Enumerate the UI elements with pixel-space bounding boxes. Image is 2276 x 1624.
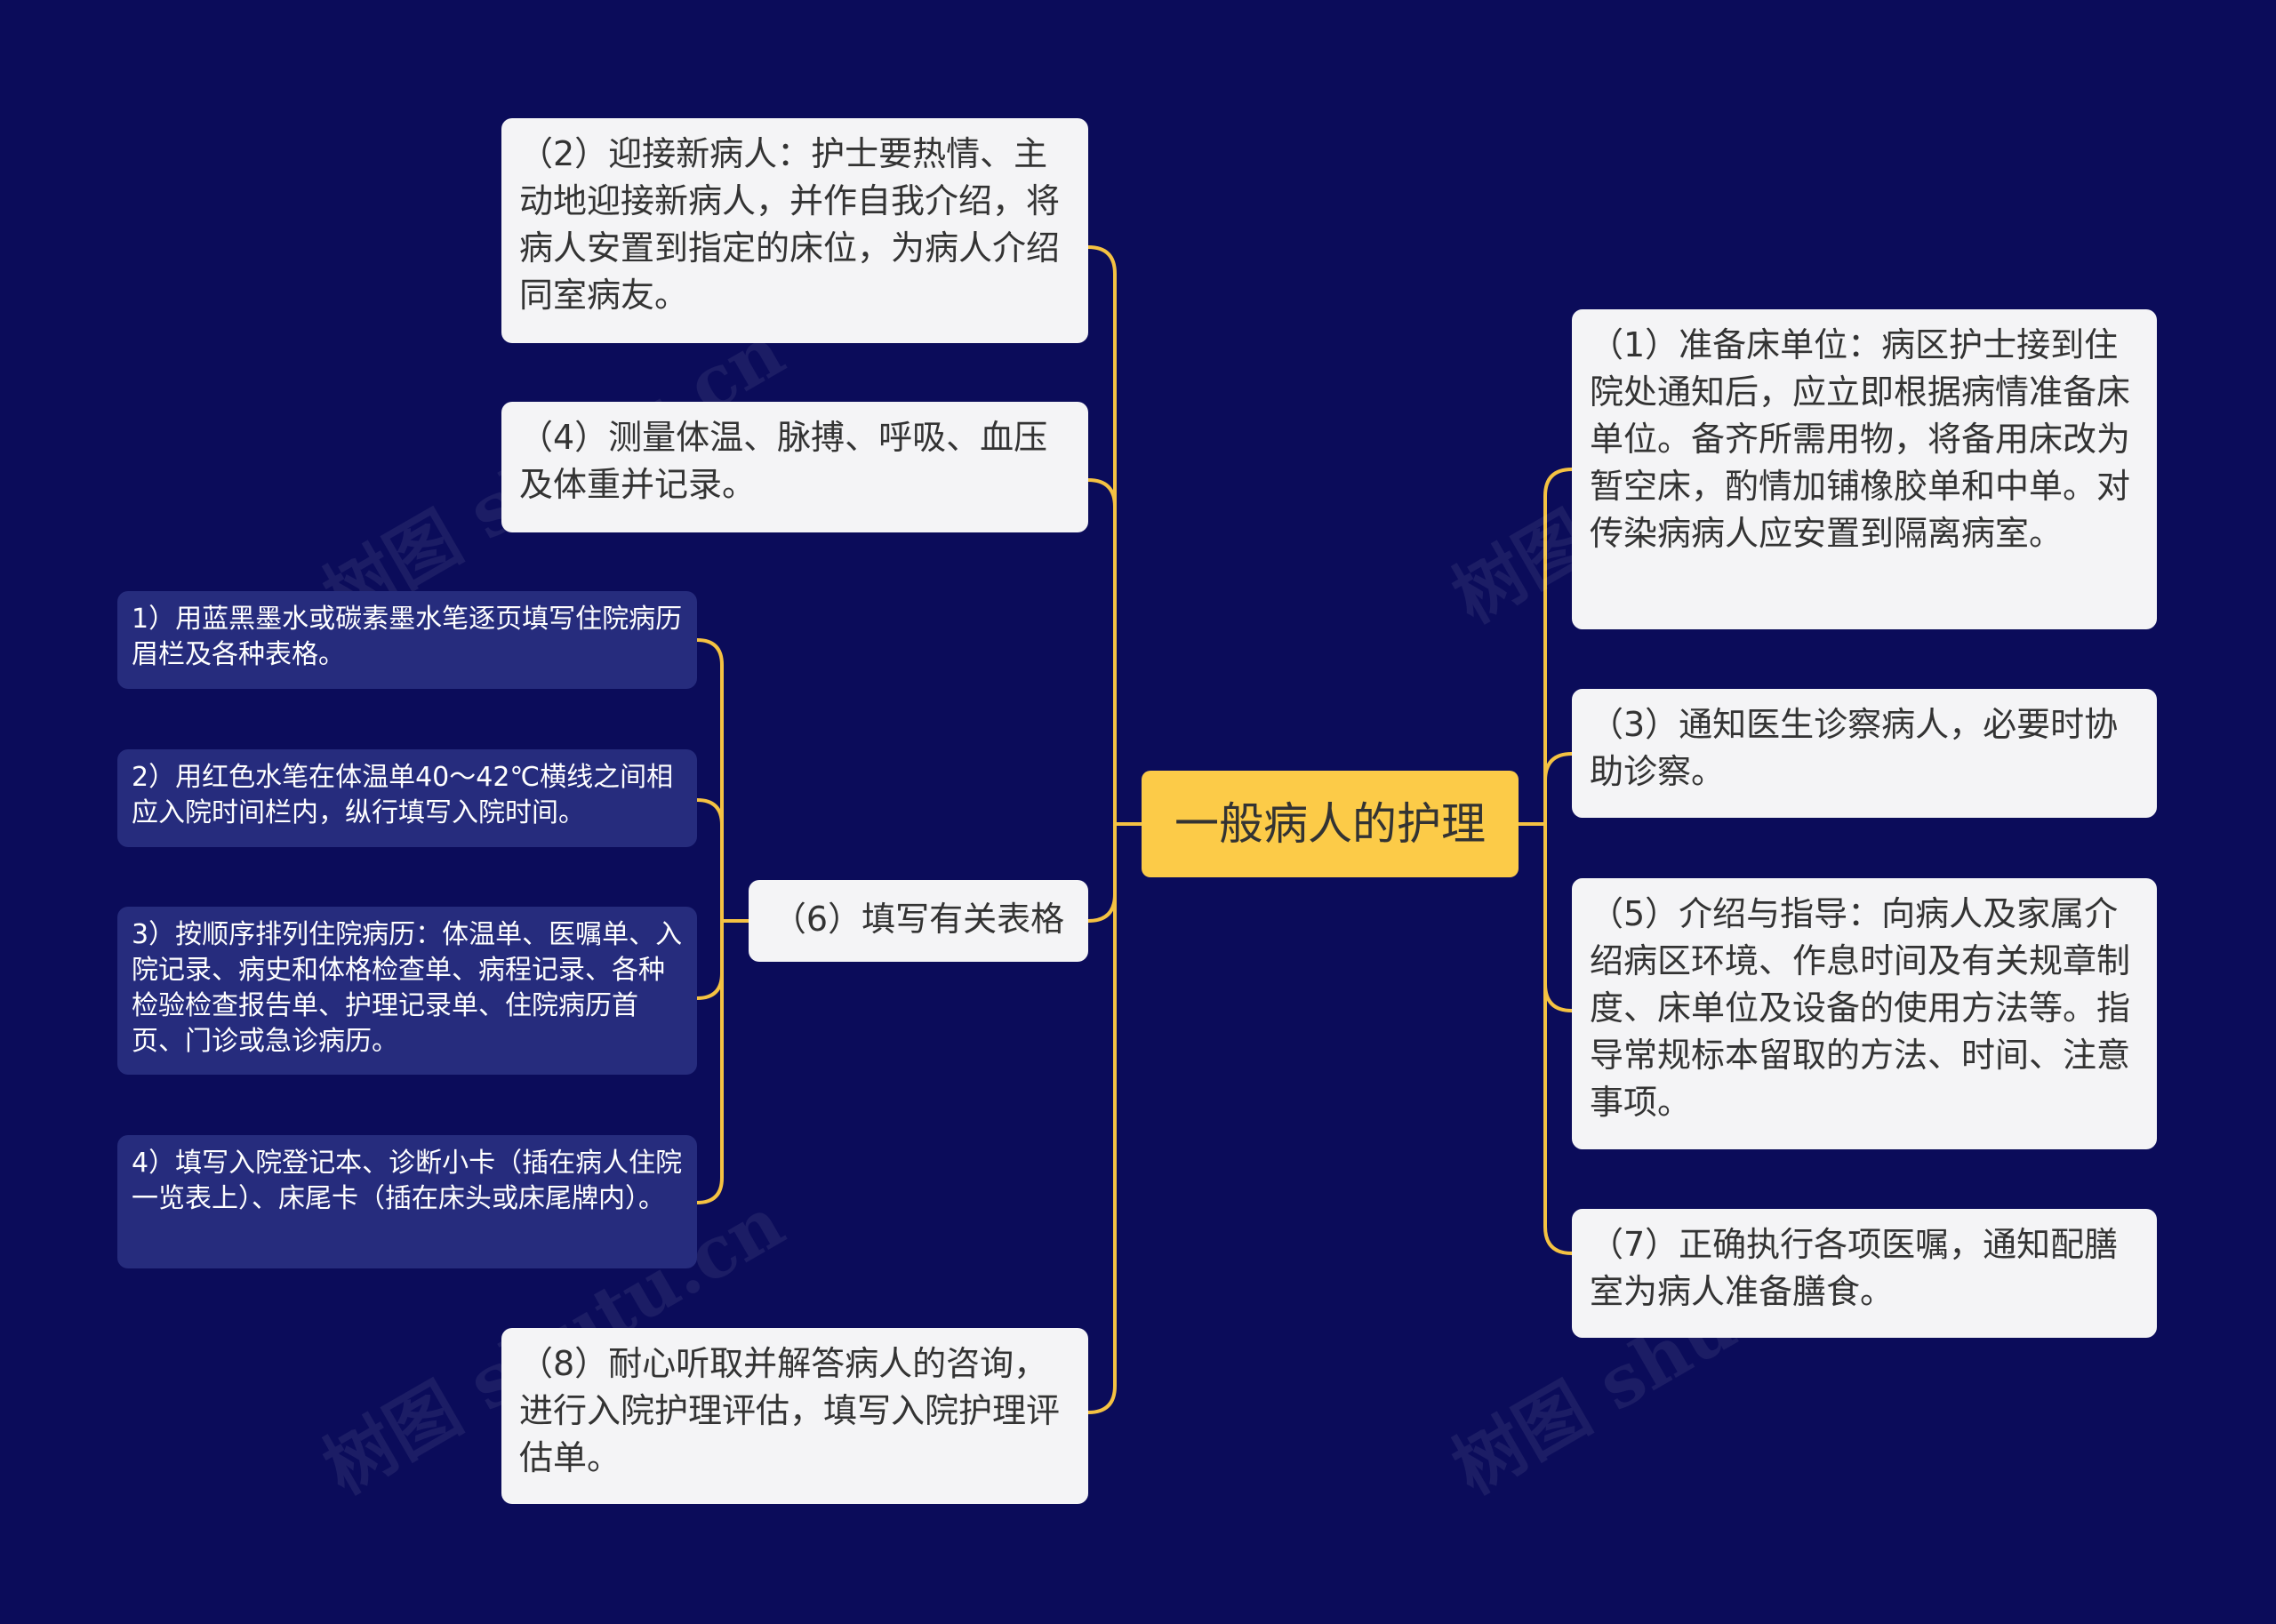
subtopic-6-2[interactable]: 2）用红色水笔在体温单40～42℃横线之间相应入院时间栏内，纵行填写入院时间。 — [117, 749, 697, 847]
subtopic-6-1[interactable]: 1）用蓝黑墨水或碳素墨水笔逐页填写住院病历眉栏及各种表格。 — [117, 591, 697, 689]
subtopic-6-4[interactable]: 4）填写入院登记本、诊断小卡（插在病人住院一览表上）、床尾卡（插在床头或床尾牌内… — [117, 1135, 697, 1268]
topic-8-consultation[interactable]: （8）耐心听取并解答病人的咨询，进行入院护理评估，填写入院护理评估单。 — [501, 1328, 1088, 1504]
topic-1-prepare-bed[interactable]: （1）准备床单位：病区护士接到住院处通知后，应立即根据病情准备床单位。备齐所需用… — [1572, 309, 2157, 629]
topic-7-execute-orders[interactable]: （7）正确执行各项医嘱，通知配膳室为病人准备膳食。 — [1572, 1209, 2157, 1338]
root-topic[interactable]: 一般病人的护理 — [1142, 771, 1519, 877]
topic-4-vital-signs[interactable]: （4）测量体温、脉搏、呼吸、血压及体重并记录。 — [501, 402, 1088, 532]
topic-2-welcome-patient[interactable]: （2）迎接新病人：护士要热情、主动地迎接新病人，并作自我介绍，将病人安置到指定的… — [501, 118, 1088, 343]
topic-3-notify-doctor[interactable]: （3）通知医生诊察病人，必要时协助诊察。 — [1572, 689, 2157, 818]
topic-5-introduction-guidance[interactable]: （5）介绍与指导：向病人及家属介绍病区环境、作息时间及有关规章制度、床单位及设备… — [1572, 878, 2157, 1149]
topic-6-fill-forms[interactable]: （6）填写有关表格 — [749, 880, 1088, 962]
subtopic-6-3[interactable]: 3）按顺序排列住院病历：体温单、医嘱单、入院记录、病史和体格检查单、病程记录、各… — [117, 907, 697, 1075]
